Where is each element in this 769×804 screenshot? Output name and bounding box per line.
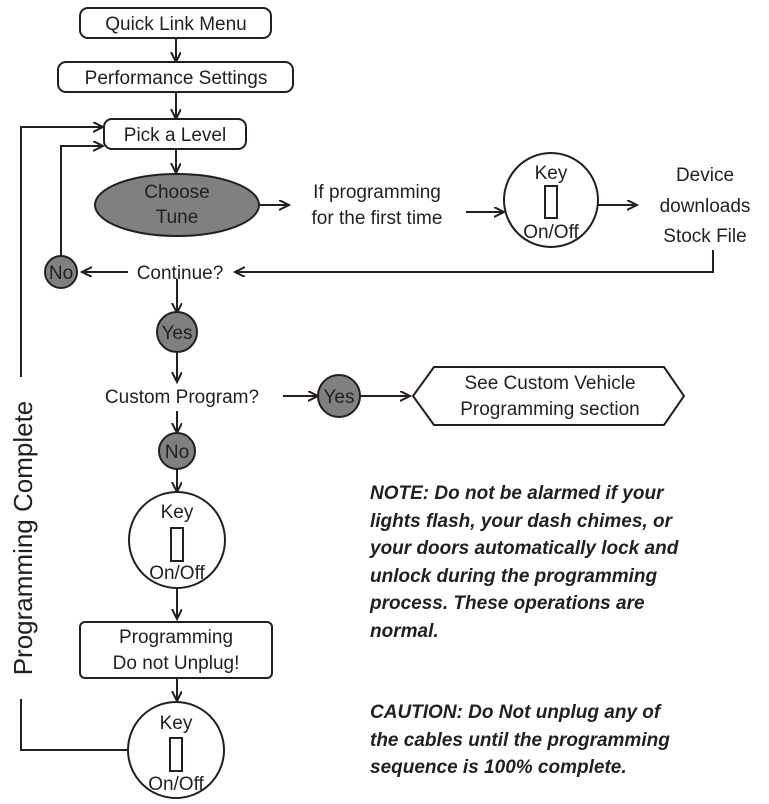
first-time-line2: for the first time	[312, 208, 443, 229]
key-icon	[544, 185, 558, 219]
note-text: NOTE: Do not be alarmed if your lights f…	[369, 483, 679, 642]
arrow-no-to-level	[60, 146, 102, 256]
first-time-line1: If programming	[313, 182, 441, 203]
see-custom-line1: See Custom Vehicle	[464, 373, 635, 394]
choose-tune-line1: Choose	[144, 182, 210, 203]
yes-circle-center: Yes	[156, 311, 198, 353]
programming-complete-label: Programming Complete	[8, 401, 38, 676]
caution-text: CAUTION: Do Not unplug any of the cables…	[370, 702, 670, 778]
pick-a-level-label: Pick a Level	[124, 125, 226, 146]
no-left-label: No	[49, 263, 73, 284]
see-custom-line2: Programming section	[460, 399, 640, 420]
caution-line-3: sequence is 100% complete.	[370, 757, 627, 778]
device-downloads-line2: downloads	[660, 196, 751, 217]
key-circle-1: Key On/Off	[503, 152, 599, 248]
device-downloads-line3: Stock File	[663, 226, 746, 247]
first-time-text: If programming for the first time	[312, 182, 443, 229]
note-line-3: your doors automatically lock and	[369, 538, 679, 559]
choose-tune-line2: Tune	[156, 207, 199, 228]
note-line-4: unlock during the programming	[370, 566, 658, 587]
loop-line-bottom	[20, 699, 128, 751]
no-center-label: No	[165, 442, 189, 463]
choose-tune-node: Choose Tune	[94, 173, 260, 237]
key-circle-2-key-label: Key	[161, 502, 194, 523]
note-line-6: normal.	[370, 621, 439, 642]
key-circle-2: Key On/Off	[128, 491, 226, 589]
quick-link-menu-node: Quick Link Menu	[79, 7, 272, 39]
performance-settings-node: Performance Settings	[57, 61, 294, 93]
pick-a-level-node: Pick a Level	[103, 118, 247, 150]
yes-right-label: Yes	[324, 387, 355, 408]
arrow-device-to-continue	[236, 250, 714, 272]
yes-center-label: Yes	[162, 323, 193, 344]
device-downloads-text: Device downloads Stock File	[660, 165, 751, 247]
key-circle-1-key-label: Key	[535, 163, 568, 184]
key-circle-3-onoff-label: On/Off	[148, 774, 204, 795]
programming-box-line2: Do not Unplug!	[113, 653, 240, 674]
key-icon	[169, 737, 183, 772]
yes-circle-right: Yes	[317, 374, 361, 418]
key-icon	[170, 527, 184, 562]
note-line-2: lights flash, your dash chimes, or	[370, 511, 674, 532]
see-custom-section-node: See Custom Vehicle Programming section	[411, 366, 686, 426]
no-circle-center: No	[158, 432, 196, 470]
note-line-1: NOTE: Do not be alarmed if your	[370, 483, 665, 504]
key-circle-1-onoff-label: On/Off	[523, 222, 579, 243]
no-circle-left: No	[44, 255, 78, 289]
performance-settings-label: Performance Settings	[85, 68, 268, 89]
programming-box-line1: Programming	[119, 627, 233, 648]
continue-question: Continue?	[137, 263, 224, 284]
programming-do-not-unplug-node: Programming Do not Unplug!	[79, 621, 273, 679]
quick-link-menu-label: Quick Link Menu	[105, 14, 247, 35]
key-circle-3-key-label: Key	[160, 713, 193, 734]
caution-line-2: the cables until the programming	[370, 730, 670, 751]
key-circle-2-onoff-label: On/Off	[149, 563, 205, 584]
device-downloads-line1: Device	[676, 165, 734, 186]
custom-program-question: Custom Program?	[105, 387, 259, 408]
loop-line-top	[20, 127, 102, 377]
caution-line-1: CAUTION: Do Not unplug any of	[370, 702, 662, 723]
note-line-5: process. These operations are	[369, 593, 645, 614]
key-circle-3: Key On/Off	[127, 701, 225, 799]
